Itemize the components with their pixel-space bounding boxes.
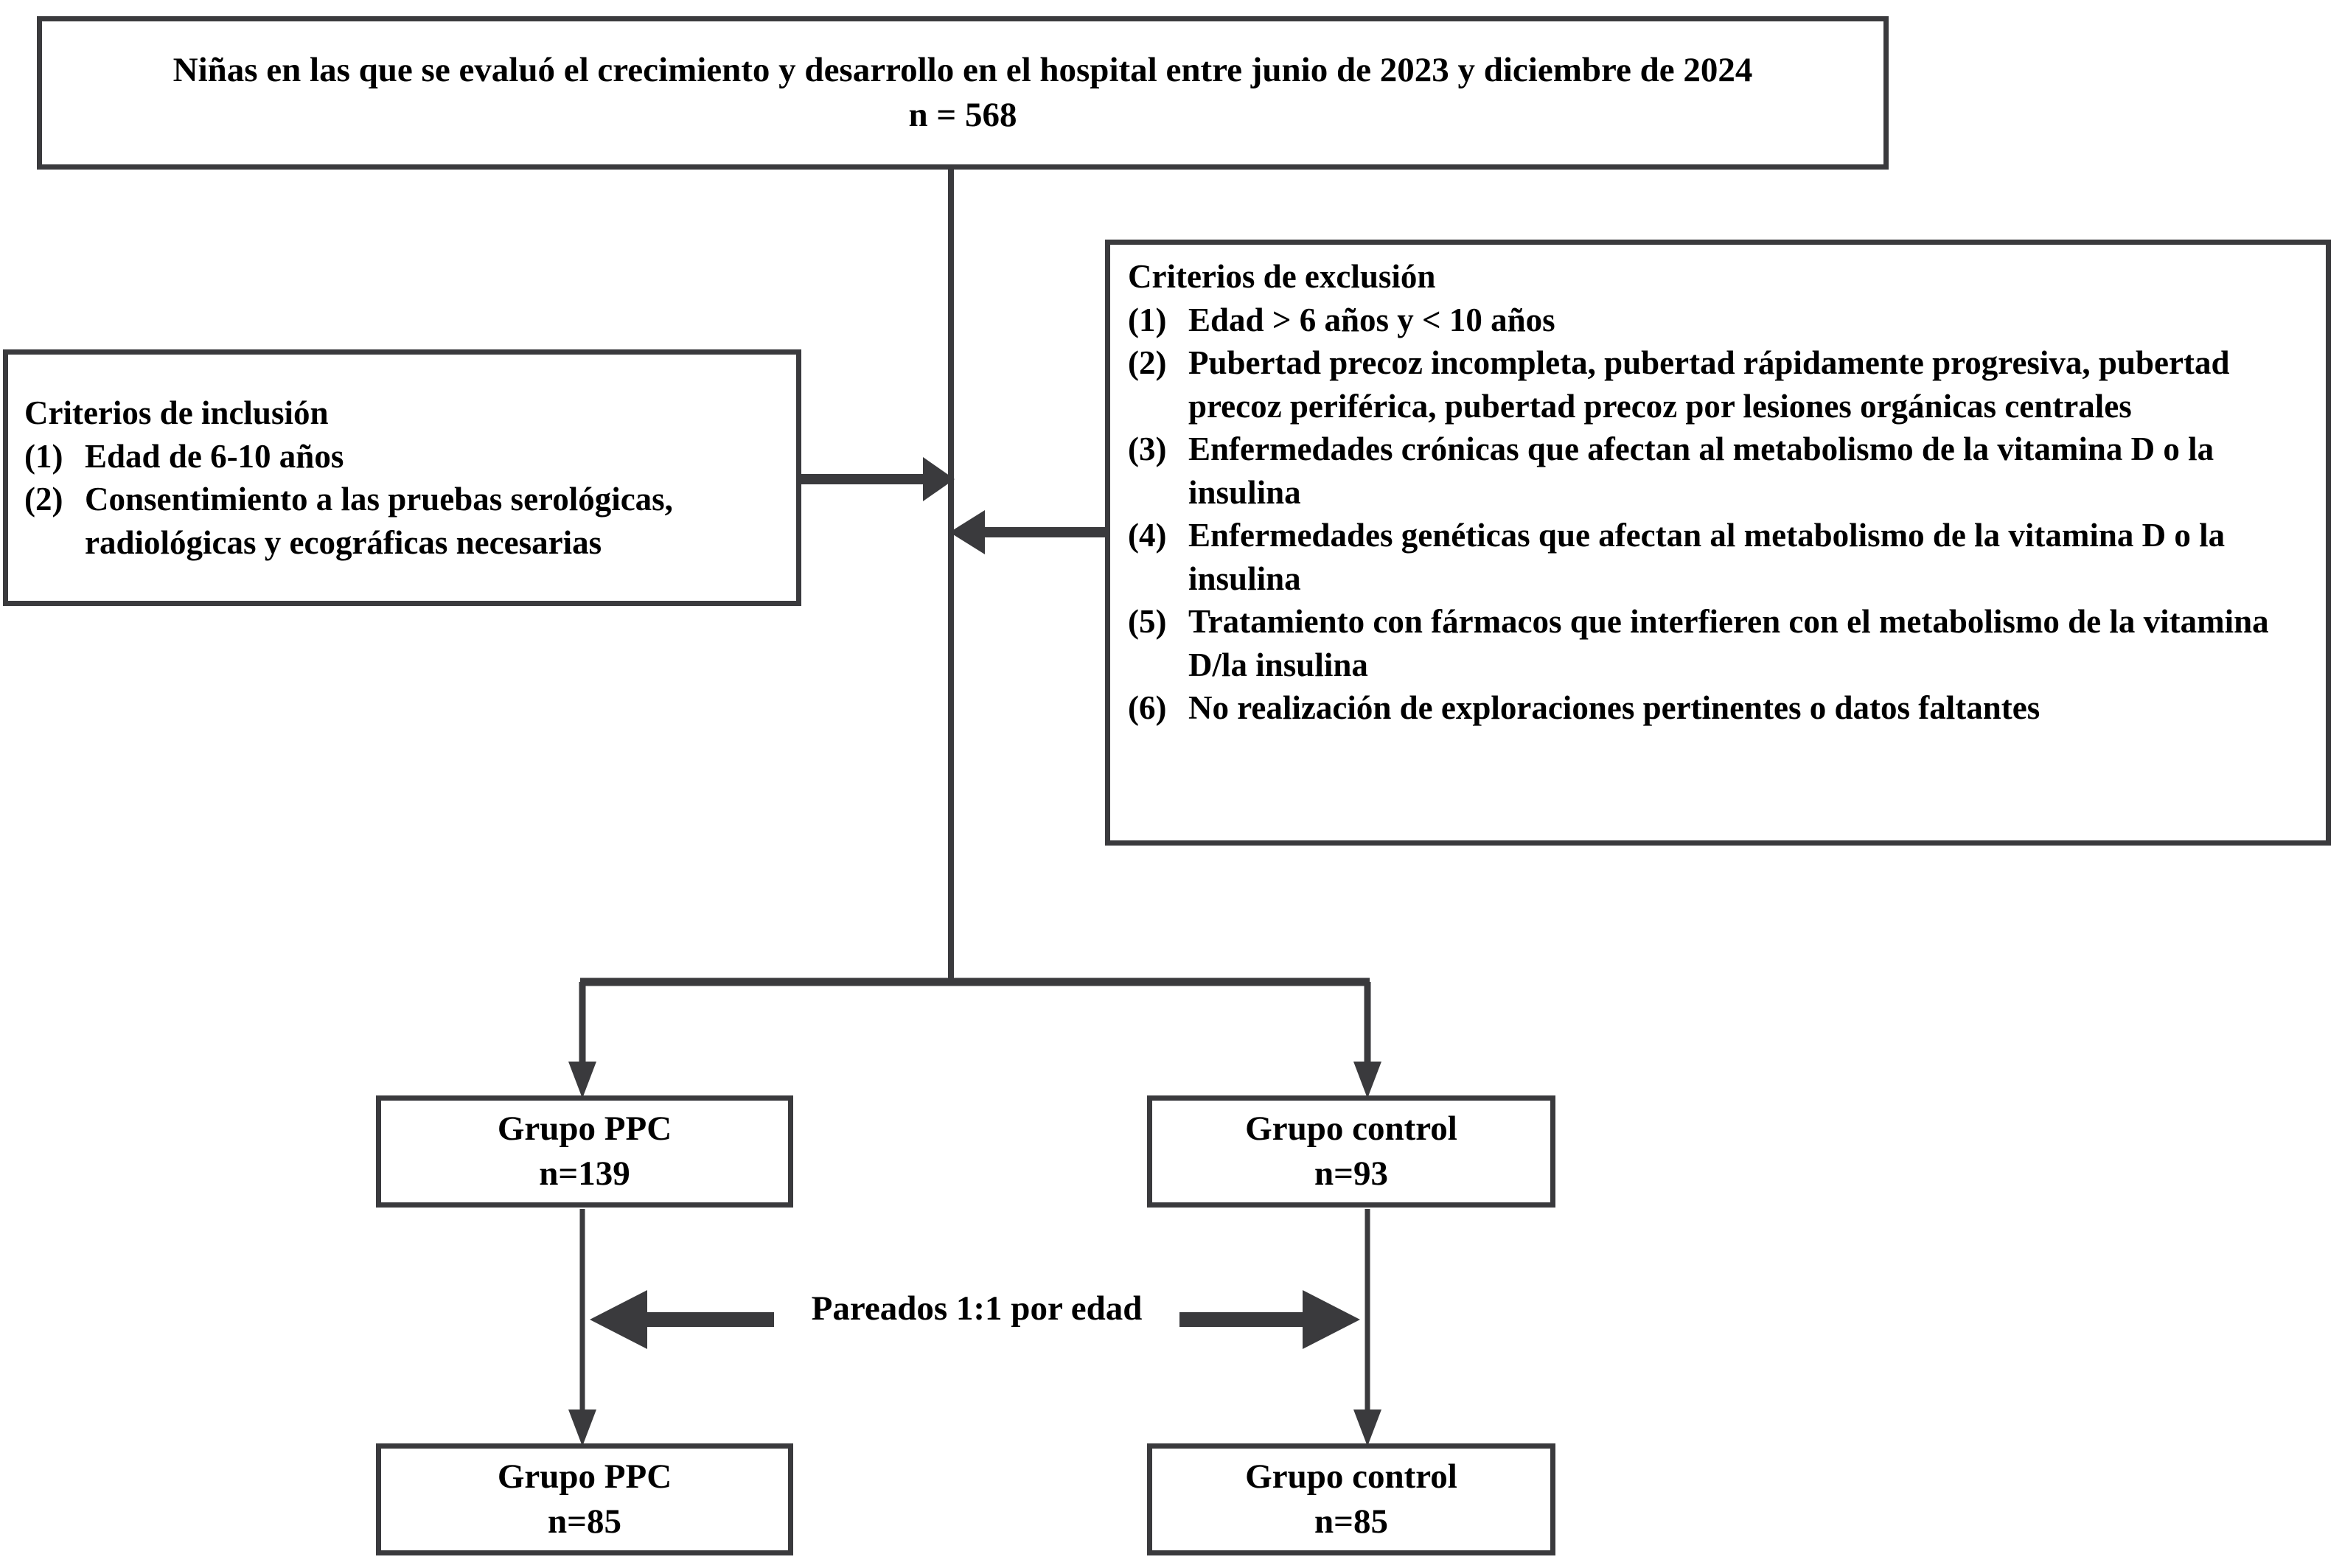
arrow-matching-left: [590, 1290, 774, 1349]
group-control-stage2-name: Grupo control: [1245, 1457, 1457, 1496]
inclusion-heading: Criterios de inclusión: [24, 394, 329, 431]
inclusion-item-2: (2) Consentimiento a las pruebas serológ…: [24, 478, 784, 564]
exclusion-item-4-text: Enfermedades genéticas que afectan al me…: [1188, 517, 2234, 597]
inclusion-item-2-number: (2): [24, 481, 63, 518]
exclusion-item-3: (3) Enfermedades crónicas que afectan al…: [1128, 428, 2314, 514]
exclusion-item-3-number: (3): [1128, 431, 1167, 467]
inclusion-item-2-text: Consentimiento a las pruebas serológicas…: [85, 481, 682, 561]
exclusion-item-5-text: Tratamiento con fármacos que interfieren…: [1188, 603, 2277, 683]
arrow-control-stage1-to-stage2: [1353, 1209, 1381, 1446]
arrow-fork-right: [1353, 982, 1381, 1098]
exclusion-item-4-number: (4): [1128, 517, 1167, 554]
exclusion-item-5: (5) Tratamiento con fármacos que interfi…: [1128, 600, 2314, 686]
arrow-fork-left: [568, 982, 596, 1098]
arrow-ppc-stage1-to-stage2: [568, 1209, 596, 1446]
inclusion-criteria-box: Criterios de inclusión (1) Edad de 6-10 …: [3, 349, 801, 606]
exclusion-heading: Criterios de exclusión: [1128, 258, 1436, 295]
cohort-description: Niñas en las que se evaluó el crecimient…: [172, 50, 1753, 89]
exclusion-item-1-number: (1): [1128, 301, 1167, 338]
group-ppc-stage1-count: n=139: [539, 1154, 630, 1193]
cohort-count: n = 568: [908, 96, 1017, 134]
group-control-stage1-name: Grupo control: [1245, 1109, 1457, 1148]
group-ppc-stage1-box: Grupo PPC n=139: [376, 1095, 793, 1208]
matching-label: Pareados 1:1 por edad: [778, 1289, 1176, 1328]
cohort-box: Niñas en las que se evaluó el crecimient…: [37, 16, 1889, 170]
group-ppc-stage1-name: Grupo PPC: [497, 1109, 672, 1148]
group-ppc-stage2-count: n=85: [548, 1502, 621, 1541]
exclusion-item-1-text: Edad > 6 años y < 10 años: [1188, 301, 1555, 338]
arrow-inclusion-to-trunk: [801, 457, 955, 501]
inclusion-item-1-number: (1): [24, 437, 63, 475]
group-ppc-stage2-name: Grupo PPC: [497, 1457, 672, 1496]
exclusion-item-2-number: (2): [1128, 344, 1167, 381]
exclusion-item-1: (1) Edad > 6 años y < 10 años: [1128, 299, 2314, 342]
group-control-stage2-count: n=85: [1314, 1502, 1388, 1541]
exclusion-item-2: (2) Pubertad precoz incompleta, pubertad…: [1128, 341, 2314, 428]
exclusion-item-4: (4) Enfermedades genéticas que afectan a…: [1128, 514, 2314, 600]
exclusion-item-2-text: Pubertad precoz incompleta, pubertad ráp…: [1188, 344, 2238, 425]
inclusion-item-1-text: Edad de 6-10 años: [85, 437, 344, 475]
exclusion-item-3-text: Enfermedades crónicas que afectan al met…: [1188, 431, 2223, 511]
arrow-exclusion-to-trunk: [949, 510, 1105, 554]
exclusion-item-5-number: (5): [1128, 603, 1167, 640]
group-control-stage1-count: n=93: [1314, 1154, 1388, 1193]
exclusion-item-6: (6) No realización de exploraciones pert…: [1128, 686, 2314, 730]
inclusion-item-1: (1) Edad de 6-10 años: [24, 435, 784, 478]
exclusion-item-6-text: No realización de exploraciones pertinen…: [1188, 689, 2040, 726]
group-control-stage2-box: Grupo control n=85: [1147, 1443, 1555, 1555]
exclusion-criteria-box: Criterios de exclusión (1) Edad > 6 años…: [1105, 240, 2331, 846]
arrow-matching-right: [1179, 1290, 1360, 1349]
group-control-stage1-box: Grupo control n=93: [1147, 1095, 1555, 1208]
group-ppc-stage2-box: Grupo PPC n=85: [376, 1443, 793, 1555]
exclusion-item-6-number: (6): [1128, 689, 1167, 726]
